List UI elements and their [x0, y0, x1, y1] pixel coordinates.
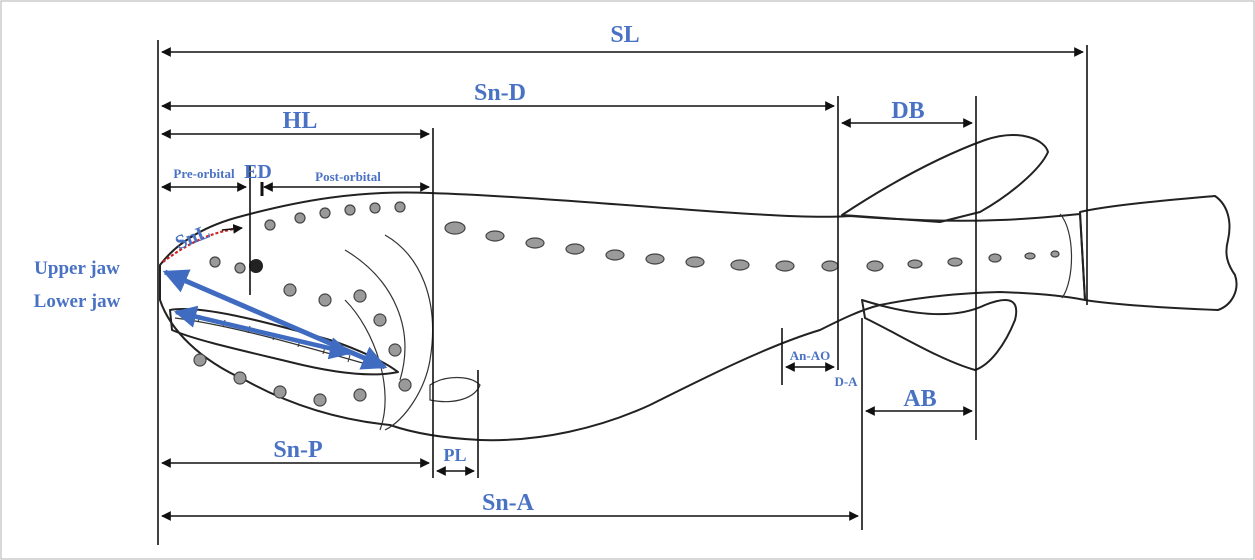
label-hl: HL — [283, 108, 318, 134]
label-pre-orbital: Pre-orbital — [173, 166, 235, 181]
label-d-a: D-A — [834, 374, 858, 389]
label-sn-d: Sn-D — [474, 80, 526, 106]
label-sl: SL — [610, 22, 639, 48]
eye — [249, 259, 263, 273]
label-upper-jaw: Upper jaw — [34, 258, 120, 279]
label-post-orbital: Post-orbital — [315, 169, 381, 184]
label-ed: ED — [244, 161, 272, 183]
label-an-ao: An-AO — [790, 348, 830, 363]
label-sn-a: Sn-A — [482, 490, 535, 516]
label-lower-jaw: Lower jaw — [34, 291, 121, 312]
label-ab: AB — [903, 386, 936, 412]
label-db: DB — [891, 98, 924, 124]
label-sn-p: Sn-P — [273, 437, 322, 463]
label-pl: PL — [443, 445, 466, 465]
